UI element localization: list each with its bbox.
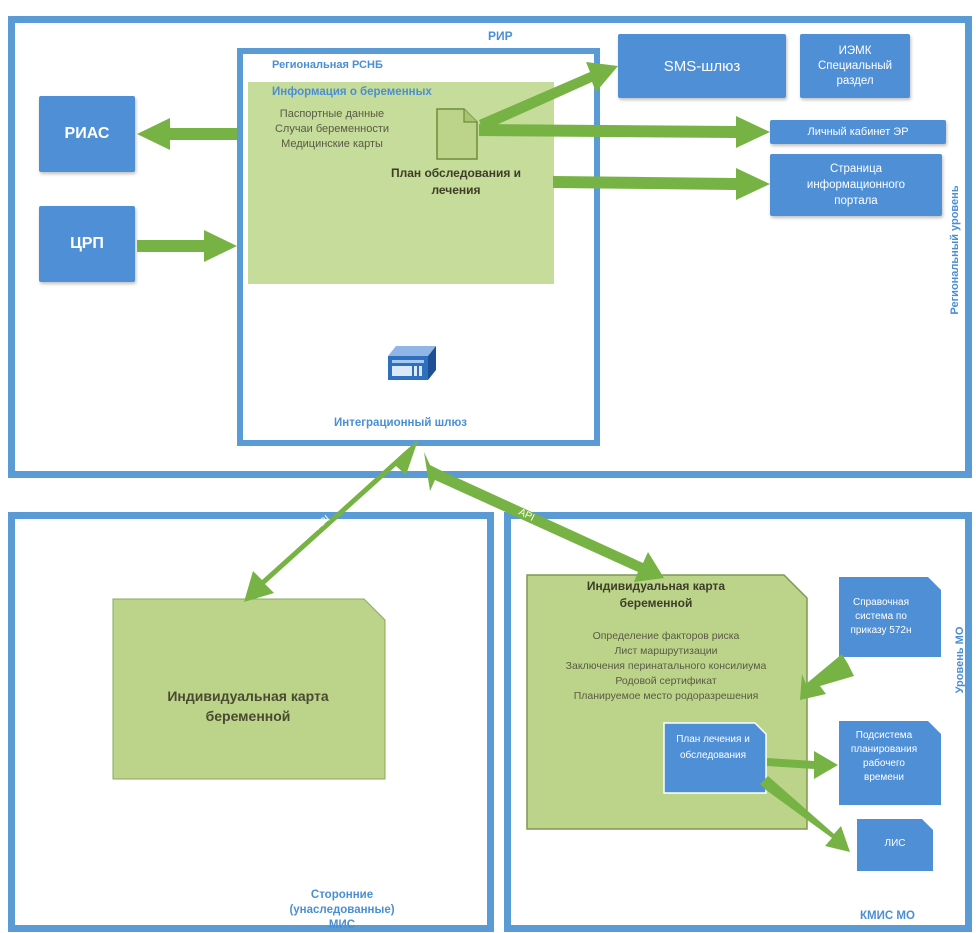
crp-box: ЦРП [39,206,135,282]
document-icon [436,108,478,160]
info-item: Паспортные данные [279,108,385,120]
plan-doc-shape [663,722,767,794]
plan-label: План обследования и лечения [390,166,522,197]
rir-title: РИР [488,29,513,43]
integration-gateway-label: Интеграционный шлюз [334,417,468,429]
plan-doc-label: План лечения и обследования [676,734,750,761]
card-item: Планируемое место родоразрешения [573,690,759,702]
third-party-card-title: Индивидуальная карта беременной [167,688,329,724]
riac-box: РИАС [39,96,135,172]
kmis-card-title: Индивидуальная карта беременной [586,579,726,610]
regional-level-label: Региональный уровень [949,185,961,315]
third-party-frame-label: Сторонние (унаследованные) МИС [289,889,395,931]
kmis-mo-frame [504,512,972,932]
rsnb-frame [237,48,600,446]
iemk-box: ИЭМК Специальный раздел [800,34,910,98]
reference-system-label: Справочная система по приказу 572н [850,597,912,636]
reference-system-shape [838,576,942,658]
card-item: Родовой сертификат [615,675,717,687]
kmis-frame-label: КМИС МО [860,910,915,922]
info-item: Случаи беременности [274,123,390,135]
planning-subsystem-label: Подсистема планирования рабочего времени [850,730,918,783]
card-item: Определение факторов риска [592,630,740,642]
personal-cabinet-box: Личный кабинет ЭР [770,120,946,144]
card-item: Заключения перинатального консилиума [565,660,767,672]
kmis-card-list: Определение факторов риска Лист маршрути… [530,629,802,704]
sms-gateway-box: SMS-шлюз [618,34,786,98]
server-icon [384,342,440,384]
pregnant-info-title: Информация о беременных [272,86,432,98]
mo-level-label: Уровень МО [954,626,966,694]
planning-subsystem-shape [838,720,942,806]
card-item: Лист маршрутизации [614,645,718,657]
info-item: Медицинские карты [281,138,383,150]
rsnb-title: Региональная РСНБ [272,59,383,71]
pregnant-info-list: Паспортные данные Случаи беременности Ме… [256,107,408,152]
portal-page-box: Страница информационного портала [770,154,942,216]
lis-label: ЛИС [884,838,906,849]
lis-shape [856,818,934,872]
